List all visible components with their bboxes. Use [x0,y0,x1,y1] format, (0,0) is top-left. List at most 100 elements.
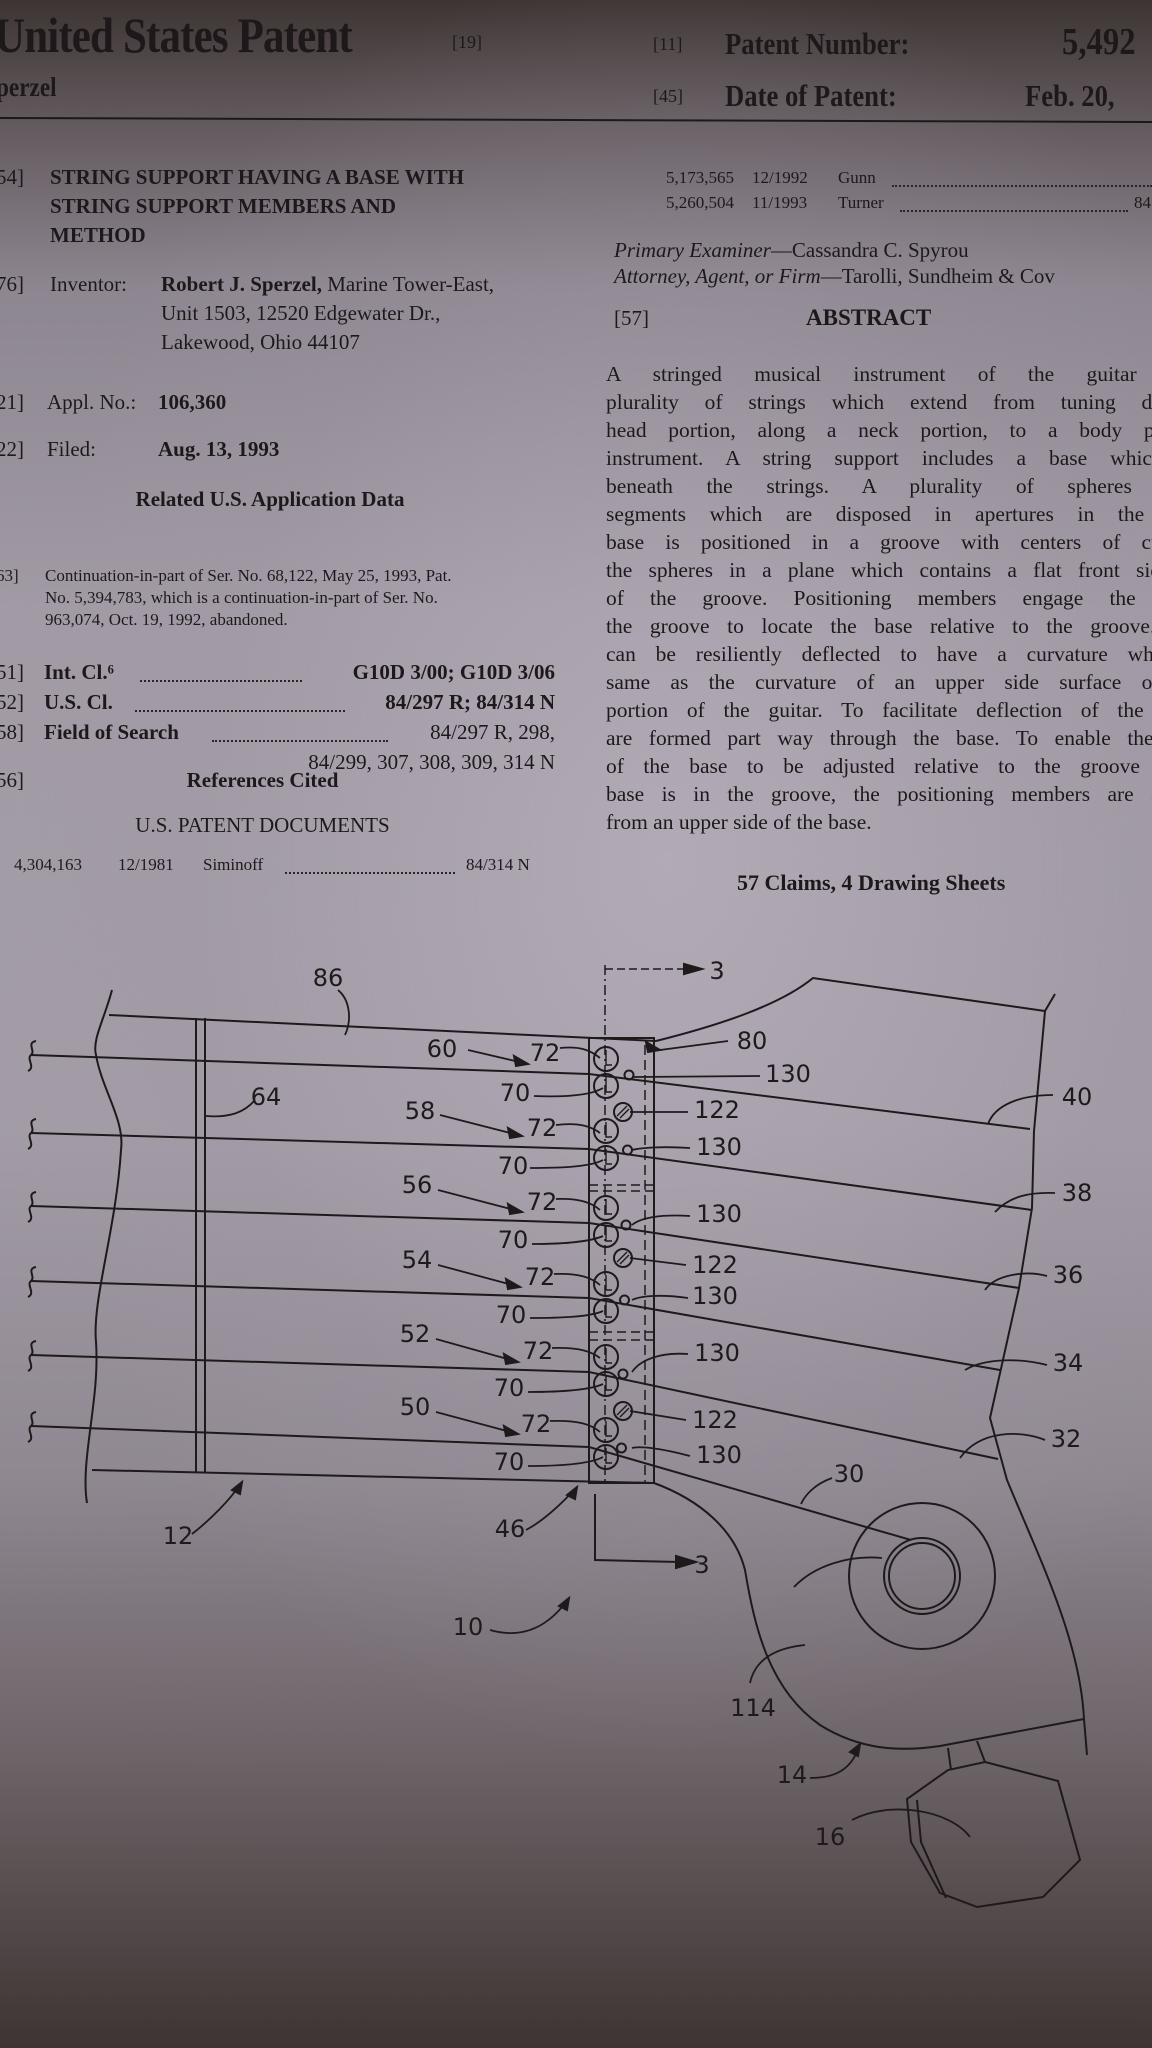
abstract-line: base is positioned in a groove with cent… [606,530,1152,554]
positioning-member [616,1442,627,1454]
filed-code: 22] [0,437,24,461]
related-line: No. 5,394,783, which is a continuation-i… [45,588,438,607]
soundhole-outer [848,1502,996,1650]
positioning-member [623,1069,635,1081]
guitar-string [30,1132,1033,1211]
related-line: 963,074, Oct. 19, 1992, abandoned. [45,610,288,629]
sphere-mark [605,1122,612,1138]
uscl-value: 84/297 R; 84/314 N [385,690,555,714]
sphere-label: 72 [527,1188,558,1216]
ref-date: 12/1981 [118,855,174,874]
string-break-mark [27,1191,37,1223]
string-break-mark [27,1411,37,1443]
dot-leader [900,210,1128,212]
ref-date: 11/1993 [752,193,808,212]
guitar-string [30,1280,1001,1371]
intcl-value-text: G10D 3/00; G10D 3/06 [352,660,555,684]
examiner: Primary Examiner—Cassandra C. Spyrou [614,238,969,263]
sphere-mark [605,1348,612,1364]
string-break-mark [27,1266,37,1298]
section-line-bottom [594,1494,681,1563]
sphere-mark [605,1149,612,1165]
ref-class: 84 [1134,193,1151,212]
attorney: Attorney, Agent, or Firm—Tarolli, Sundhe… [614,264,1055,289]
sphere-label: 72 [525,1263,556,1291]
positioning-member [620,1219,632,1231]
ref-class: 84/314 N [466,855,530,874]
examiner-value: —Cassandra C. Spyrou [770,238,969,262]
section-arrow-bottom [675,1554,700,1570]
screw-slot [616,1251,630,1265]
intcl-value: G10D 3/00; G10D 3/06 [353,660,555,685]
ref-label: 130 [692,1282,738,1310]
sphere [593,1344,619,1370]
soundhole-ring [883,1537,961,1615]
soundhole-inner [888,1542,956,1610]
ref-label: 130 [765,1060,811,1088]
invention-title-line: METHOD [50,223,146,247]
sphere-label: 70 [494,1448,525,1476]
ref-number: 5,173,565 [666,168,734,187]
sphere [593,1073,619,1099]
filed-label: Filed: [47,437,97,461]
sphere [593,1371,619,1397]
ref-name: Gunn [838,168,876,187]
field-value: 84/297 R, 298, [430,720,555,744]
slot-dashes [589,1184,654,1341]
dot-leader [135,710,345,712]
sphere-label: 70 [500,1079,531,1107]
abstract-line: from an upper side of the base. [606,810,872,834]
related-line: Continuation-in-part of Ser. No. 68,122,… [45,566,452,585]
sphere [593,1222,619,1248]
inventor-address-line: Marine Tower-East, [327,272,495,296]
sphere-mark [605,1050,612,1066]
sphere [593,1271,619,1297]
tuning-knob [905,1760,1082,1909]
ref-name: Siminoff [203,855,264,874]
sphere-label: 70 [496,1301,527,1329]
positioning-member [617,1368,629,1380]
uscl-label: U.S. Cl. [44,690,113,714]
abstract-line: are formed part way through the base. To… [606,726,1152,750]
inventor-address-line: Lakewood, Ohio 44107 [161,330,360,354]
abstract-line: beneath the strings. A plurality of sphe… [606,474,1152,498]
patent-number-label: Patent Number: [725,26,910,61]
patent-number-value: 5,492 [1062,21,1136,63]
ref-label: 122 [694,1096,740,1124]
field-label: Field of Search [44,720,179,744]
patent-heading: United States Patent [0,7,353,63]
related-heading: Related U.S. Application Data [135,487,405,511]
adjust-screw [613,1401,633,1421]
ref-label: 12 [163,1522,194,1550]
intcl-label: Int. Cl.⁶ [44,660,114,684]
string-break-mark [27,1340,37,1372]
sphere [593,1145,619,1171]
string-label: 52 [400,1320,431,1348]
ref-date: 12/1992 [752,168,808,187]
dot-leader [212,740,388,742]
ref-number: 4,304,163 [14,855,82,874]
title-code: 54] [0,165,24,189]
abstract-line: instrument. A string support includes a … [606,446,1152,470]
sphere [593,1046,619,1072]
ref-label: 130 [696,1441,742,1469]
refs-code: 56] [0,768,24,792]
appl-code: 21] [0,390,24,414]
filed-value: Aug. 13, 1993 [158,437,280,461]
sphere-mark [605,1448,612,1464]
neck-bottom-edge [91,1469,655,1484]
sphere [593,1195,619,1221]
section-label: 3 [694,1551,709,1579]
abstract-line: can be resiliently deflected to have a c… [606,642,1152,666]
abstract-line: of the groove. Positioning members engag… [606,586,1152,610]
ref-label: 122 [692,1406,738,1434]
abstract-line: base is in the groove, the positioning m… [606,782,1152,806]
refs-heading: References Cited [186,768,339,792]
claims-summary: 57 Claims, 4 Drawing Sheets [737,870,1006,895]
string-break-mark [27,1040,37,1072]
sphere-mark [605,1077,612,1093]
guitar-string [30,1054,1031,1130]
ref-number: 5,260,504 [666,193,734,212]
date-code: [45] [653,86,683,106]
guitar-string [30,1425,912,1541]
